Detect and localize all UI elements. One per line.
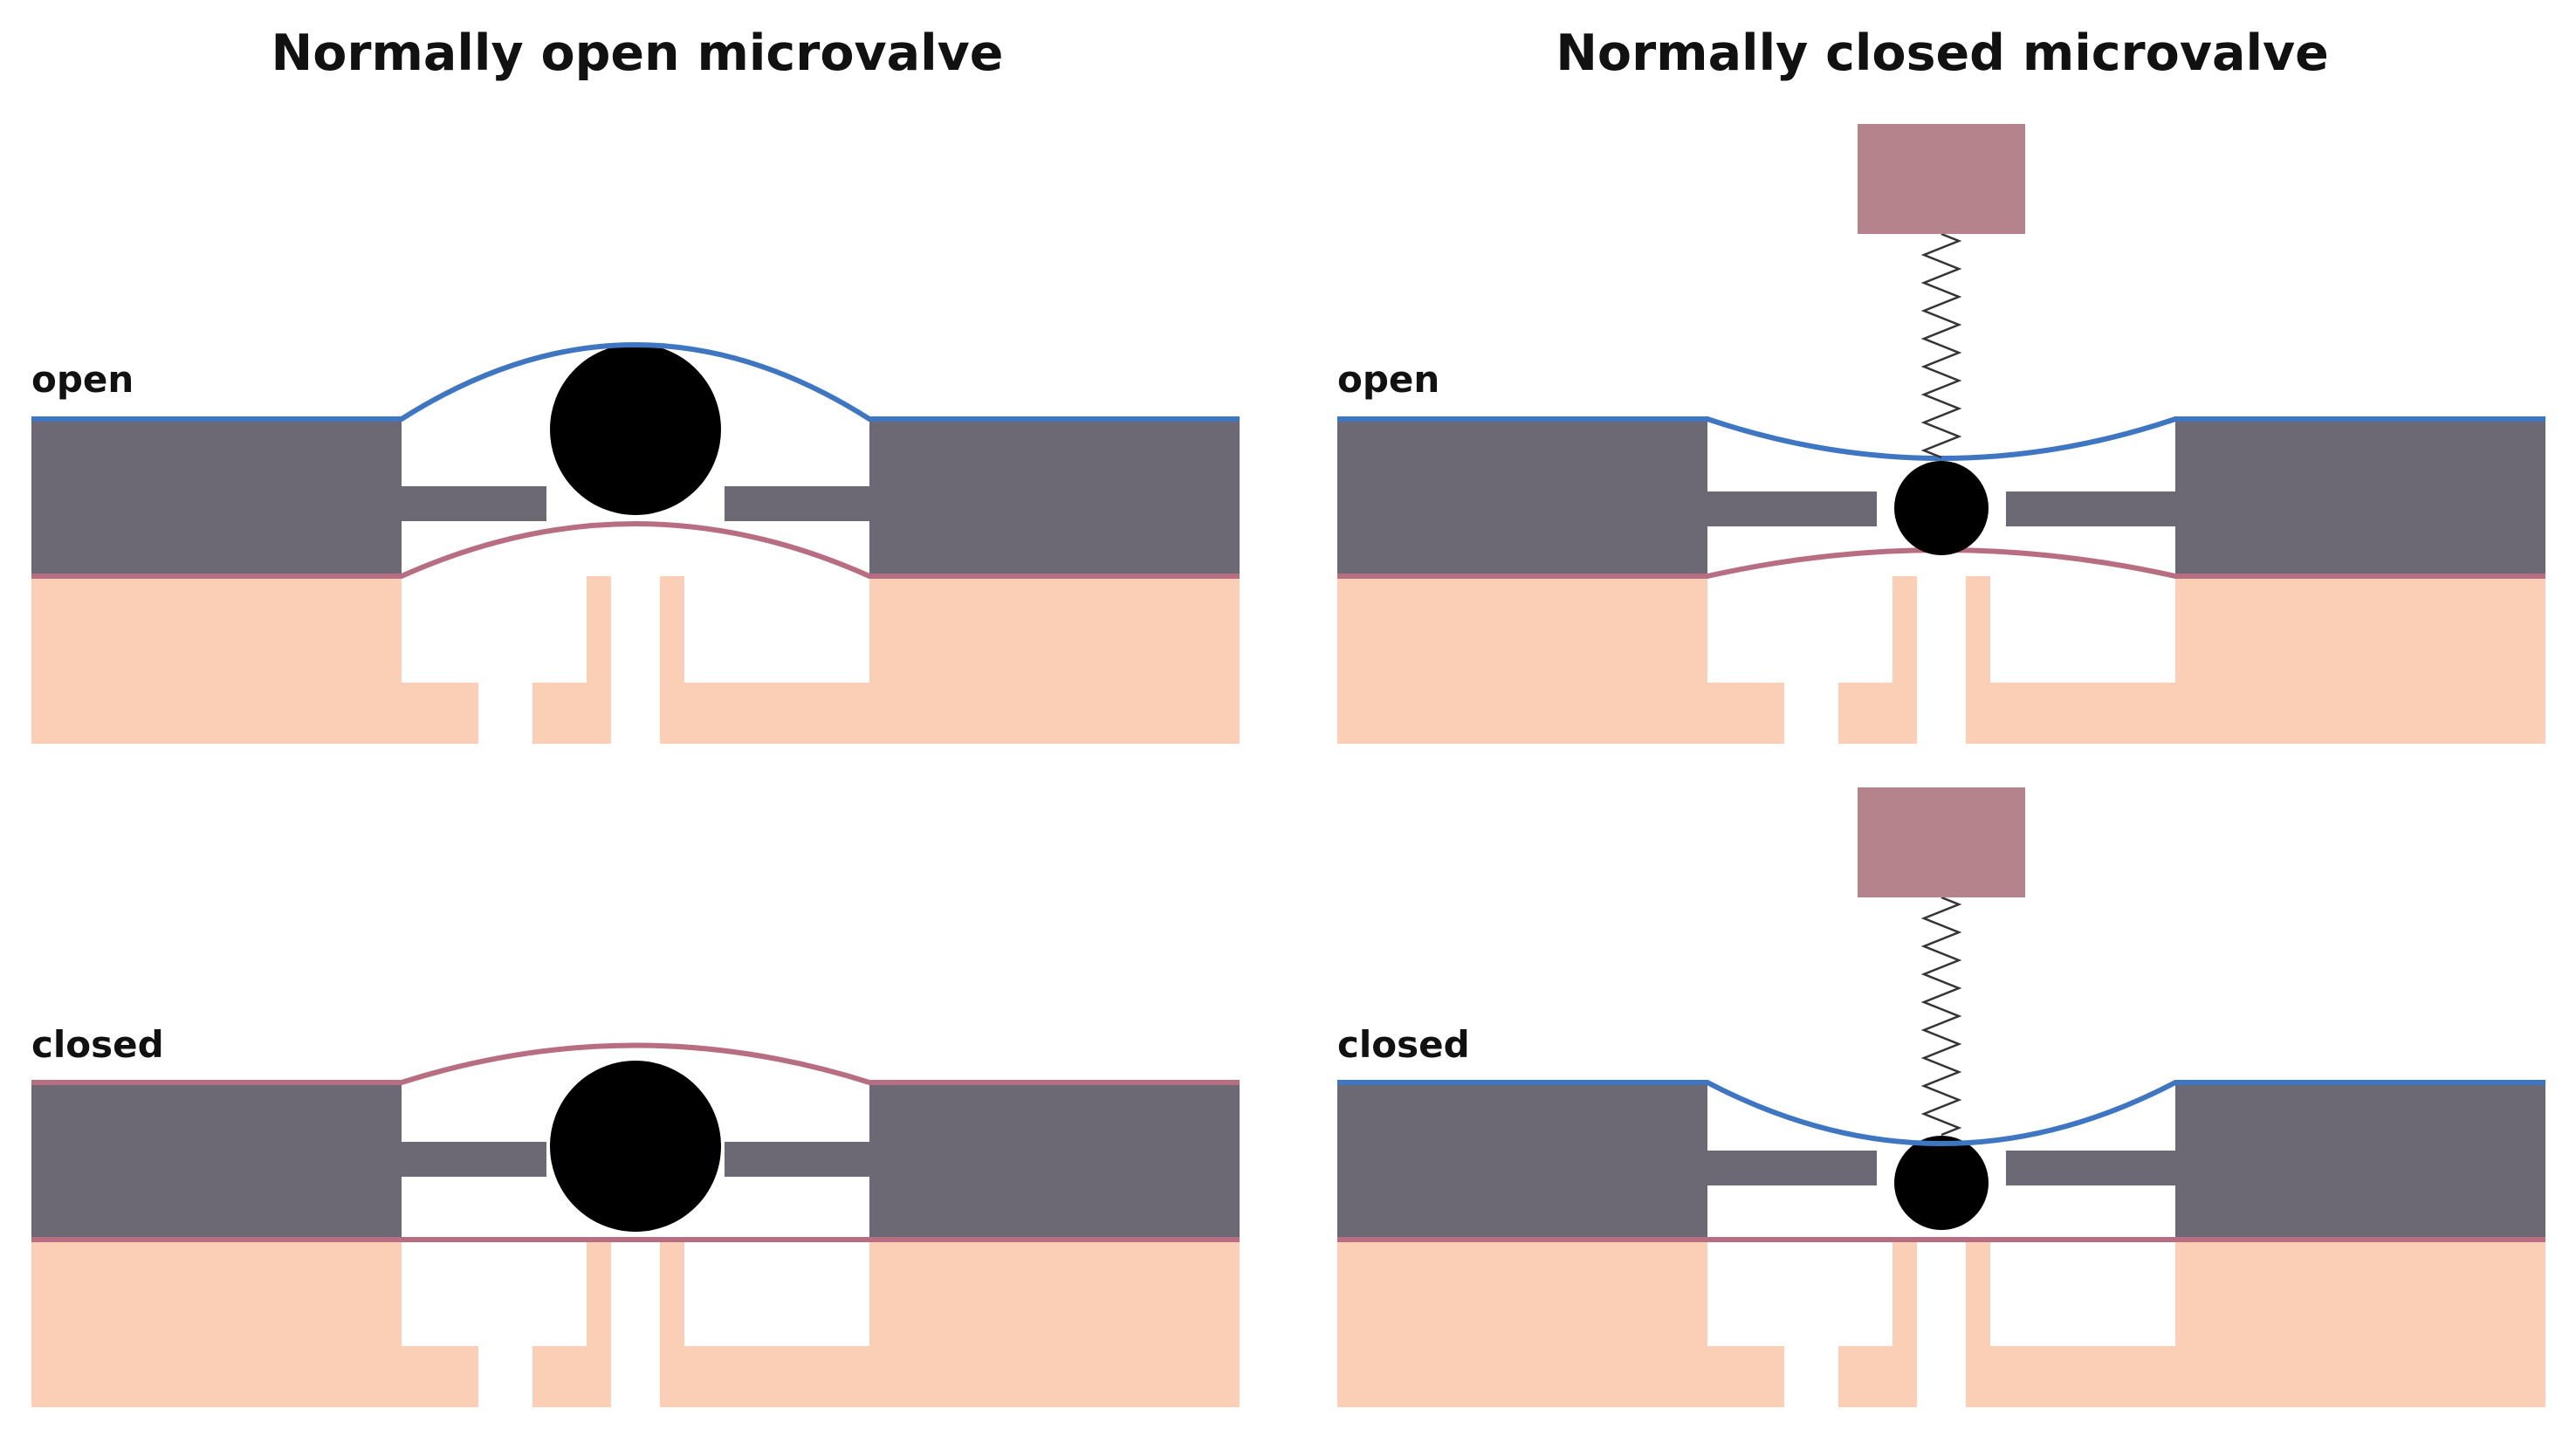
inlet-channel	[611, 1240, 660, 1410]
inlet-wall-left	[1893, 1238, 1917, 1364]
ledge-right	[725, 1142, 869, 1177]
label-closed-left: closed	[31, 1023, 164, 1066]
valve-nc-closed	[1337, 787, 2545, 1410]
top-membrane	[1337, 1080, 2545, 1146]
label-open-right: open	[1337, 358, 1440, 401]
ledge-left	[402, 1142, 546, 1177]
ball	[550, 344, 721, 515]
ledge-right	[2006, 491, 2175, 526]
top-membrane	[1337, 416, 2545, 461]
top-membrane	[31, 342, 1240, 422]
outlet-channel	[478, 1336, 532, 1410]
ledge-left	[1707, 491, 1877, 526]
label-open-left: open	[31, 358, 134, 401]
outlet-channel	[478, 672, 532, 746]
valve-nc-open	[1337, 124, 2545, 746]
ledge-left	[1707, 1151, 1877, 1185]
bottom-membrane	[31, 521, 1240, 579]
spring	[1920, 232, 1962, 459]
ball	[550, 1061, 721, 1232]
outlet-channel	[1784, 1336, 1838, 1410]
ledge-right	[725, 486, 869, 521]
outlet-channel	[1784, 672, 1838, 746]
valve-no-closed	[31, 1042, 1240, 1410]
inlet-channel	[611, 576, 660, 746]
inlet-channel	[1917, 576, 1966, 746]
valve-no-open	[31, 342, 1240, 746]
actuator-block	[1858, 787, 2025, 897]
ledge-right	[2006, 1151, 2175, 1185]
heading-normally-closed: Normally closed microvalve	[1556, 24, 2329, 82]
inlet-wall-left	[587, 1238, 611, 1364]
top-membrane	[31, 1042, 1240, 1085]
inlet-channel	[1917, 1240, 1966, 1410]
inlet-wall-right	[660, 574, 684, 701]
inlet-wall-left	[1893, 574, 1917, 701]
ledge-left	[402, 486, 546, 521]
heading-normally-open: Normally open microvalve	[271, 24, 1004, 82]
inlet-wall-left	[587, 574, 611, 701]
spring	[1920, 896, 1962, 1137]
ball	[1894, 1136, 1989, 1230]
ball	[1894, 461, 1989, 555]
actuator-block	[1858, 124, 2025, 234]
inlet-wall-right	[660, 1238, 684, 1364]
inlet-wall-right	[1966, 1238, 1990, 1364]
inlet-wall-right	[1966, 574, 1990, 701]
label-closed-right: closed	[1337, 1023, 1470, 1066]
